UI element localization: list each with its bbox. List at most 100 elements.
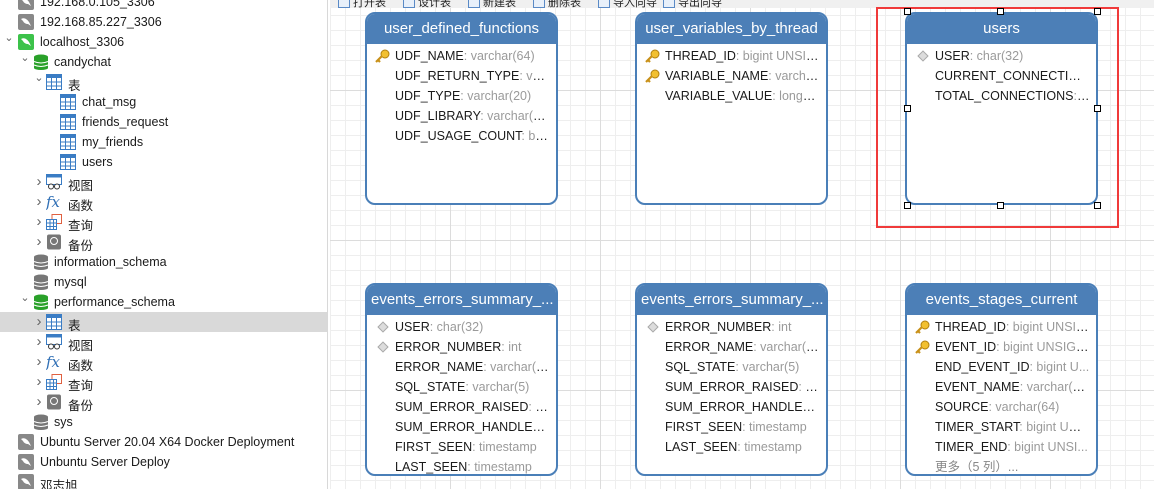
tree-item[interactable]: ⌄performance_schema (0, 292, 327, 312)
tree-item[interactable]: 192.168.0.105_3306 (0, 0, 327, 12)
resize-handle[interactable] (997, 8, 1004, 15)
tree-item[interactable]: ›备份 (0, 392, 327, 413)
table-field[interactable]: UDF_NAME: varchar(64) (367, 46, 556, 66)
tree-item[interactable]: ›查询 (0, 212, 327, 233)
chevron-right-icon[interactable]: › (36, 373, 42, 390)
resize-handle[interactable] (1094, 202, 1101, 209)
tree-item[interactable]: Unbuntu Server Deploy (0, 452, 327, 472)
view-icon (46, 334, 62, 350)
toolbar-button[interactable]: 删除表 (533, 0, 581, 8)
toolbar-button[interactable]: 设计表 (403, 0, 451, 8)
tree-item[interactable]: ›视图 (0, 332, 327, 353)
more-columns-link[interactable]: 更多（5 列）... (935, 460, 1019, 474)
toolbar-button[interactable]: 打开表 (338, 0, 386, 8)
tree-item[interactable]: chat_msg (0, 92, 327, 112)
chevron-down-icon[interactable]: ⌄ (34, 72, 44, 84)
tree-item[interactable]: ›备份 (0, 232, 327, 253)
toolbar-button[interactable]: 导出向导 (663, 0, 722, 8)
table-field[interactable]: THREAD_ID: bigint UNSIG... (637, 46, 826, 66)
chevron-right-icon[interactable]: › (36, 313, 42, 330)
tree-item[interactable]: friends_request (0, 112, 327, 132)
resize-handle[interactable] (1094, 8, 1101, 15)
navigation-tree[interactable]: 192.168.0.105_3306 192.168.85.227_3306⌄lo… (0, 0, 328, 489)
table-field[interactable]: UDF_LIBRARY: varchar(10... (367, 106, 556, 126)
table-field[interactable]: EVENT_ID: bigint UNSIGN... (907, 337, 1096, 357)
chevron-right-icon[interactable]: › (36, 173, 42, 190)
resize-handle[interactable] (997, 202, 1004, 209)
table-field[interactable]: UDF_TYPE: varchar(20) (367, 86, 556, 106)
table-field[interactable]: LAST_SEEN: timestamp (367, 457, 556, 474)
table-card[interactable]: events_errors_summary_...USER: char(32)E… (365, 283, 558, 476)
table-field[interactable]: TIMER_START: bigint UNS... (907, 417, 1096, 437)
chevron-right-icon[interactable]: › (36, 213, 42, 230)
field-type: : bigint UNSI... (1007, 440, 1088, 454)
tree-item[interactable]: 192.168.85.227_3306 (0, 12, 327, 32)
table-field[interactable]: ERROR_NUMBER: int (367, 337, 556, 357)
table-field[interactable]: SOURCE: varchar(64) (907, 397, 1096, 417)
table-field[interactable]: TIMER_END: bigint UNSI... (907, 437, 1096, 457)
chevron-down-icon[interactable]: ⌄ (4, 32, 14, 44)
resize-handle[interactable] (904, 8, 911, 15)
field-name: SUM_ERROR_HANDLED (395, 420, 542, 434)
chevron-down-icon[interactable]: ⌄ (20, 292, 30, 304)
tree-item-label: Ubuntu Server 20.04 X64 Docker Deploymen… (40, 435, 295, 449)
tree-item[interactable]: my_friends (0, 132, 327, 152)
table-field[interactable]: THREAD_ID: bigint UNSIG... (907, 317, 1096, 337)
tree-item[interactable]: ⌄localhost_3306 (0, 32, 327, 52)
table-field[interactable]: ERROR_NAME: varchar(64) (637, 337, 826, 357)
tree-item[interactable]: ›查询 (0, 372, 327, 393)
table-field[interactable]: END_EVENT_ID: bigint U... (907, 357, 1096, 377)
tree-item[interactable]: 邓志旭 (0, 472, 327, 489)
table-fields: UDF_NAME: varchar(64)UDF_RETURN_TYPE: va… (367, 44, 556, 146)
table-card-title: user_variables_by_thread (637, 14, 826, 44)
table-field[interactable]: VARIABLE_NAME: varchar... (637, 66, 826, 86)
chevron-down-icon[interactable]: ⌄ (20, 52, 30, 64)
chevron-right-icon[interactable]: › (36, 233, 42, 250)
table-field[interactable]: SUM_ERROR_HANDLED: ... (367, 417, 556, 437)
table-field[interactable]: VARIABLE_VALUE: longbl... (637, 86, 826, 106)
tree-item[interactable]: ⌄candychat (0, 52, 327, 72)
selection-highlight (876, 7, 1119, 228)
tree-item[interactable]: ›视图 (0, 172, 327, 193)
table-field[interactable]: SQL_STATE: varchar(5) (637, 357, 826, 377)
tree-item[interactable]: users (0, 152, 327, 172)
resize-handle[interactable] (904, 202, 911, 209)
table-field[interactable]: SQL_STATE: varchar(5) (367, 377, 556, 397)
table-field[interactable]: SUM_ERROR_RAISED: big... (367, 397, 556, 417)
tree-item-label: 192.168.0.105_3306 (40, 0, 155, 9)
toolbar-button[interactable]: 新建表 (468, 0, 516, 8)
table-field[interactable]: ERROR_NUMBER: int (637, 317, 826, 337)
chevron-right-icon[interactable]: › (36, 333, 42, 350)
chevron-right-icon[interactable]: › (36, 393, 42, 410)
resize-handle[interactable] (904, 105, 911, 112)
table-field[interactable]: SUM_ERROR_RAISED: big... (637, 377, 826, 397)
table-field[interactable]: UDF_RETURN_TYPE: varch... (367, 66, 556, 86)
chevron-right-icon[interactable]: › (36, 193, 42, 210)
tree-item[interactable]: ›表 (0, 312, 327, 333)
table-field[interactable]: UDF_USAGE_COUNT: bigi... (367, 126, 556, 146)
tree-item[interactable]: information_schema (0, 252, 327, 272)
table-field[interactable]: SUM_ERROR_HANDLED: ... (637, 397, 826, 417)
table-field[interactable]: EVENT_NAME: varchar(12... (907, 377, 1096, 397)
tree-item[interactable]: ⌄表 (0, 72, 327, 94)
tree-item[interactable]: mysql (0, 272, 327, 292)
tree-item-label: my_friends (82, 135, 144, 149)
toolbar-button[interactable]: 导入向导 (598, 0, 657, 8)
resize-handle[interactable] (1094, 105, 1101, 112)
chevron-right-icon[interactable]: › (36, 353, 42, 370)
tree-item-label: chat_msg (82, 95, 137, 109)
tree-item[interactable]: Ubuntu Server 20.04 X64 Docker Deploymen… (0, 432, 327, 452)
table-field[interactable]: FIRST_SEEN: timestamp (367, 437, 556, 457)
table-card[interactable]: events_errors_summary_...ERROR_NUMBER: i… (635, 283, 828, 476)
table-field[interactable]: LAST_SEEN: timestamp (637, 437, 826, 457)
table-field[interactable]: ERROR_NAME: varchar(64) (367, 357, 556, 377)
table-field[interactable]: FIRST_SEEN: timestamp (637, 417, 826, 437)
table-field[interactable]: USER: char(32) (367, 317, 556, 337)
tree-item[interactable]: sys (0, 412, 327, 432)
